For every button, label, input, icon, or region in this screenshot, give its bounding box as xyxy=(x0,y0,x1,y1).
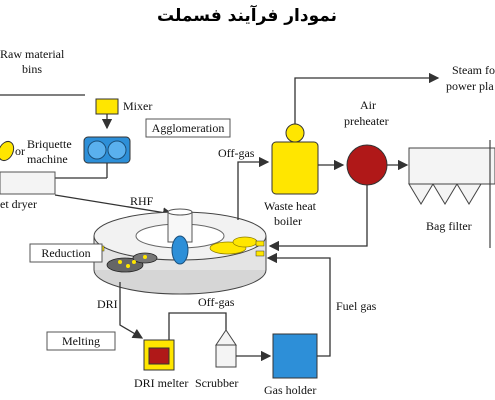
dri-label: DRI xyxy=(97,297,118,311)
fuel-gas-pipe xyxy=(266,252,331,357)
dri-to-melter-pipe xyxy=(119,282,144,339)
steam-label-line2: power pla xyxy=(446,79,494,93)
steam-pipe xyxy=(294,72,440,124)
melter-crucible xyxy=(148,347,170,365)
or-label: or xyxy=(15,144,25,158)
briquette-label-line1: Briquette xyxy=(27,137,72,151)
melter-offgas-pipe xyxy=(168,312,227,340)
dryer-label: et dryer xyxy=(0,197,37,211)
rhf-pellets-reduced xyxy=(106,252,158,273)
rhf-pellets-yellow xyxy=(209,236,258,255)
rhf-blue-burner xyxy=(171,235,189,265)
rhf-offgas-pipe xyxy=(237,156,270,220)
rhf-label: RHF xyxy=(130,194,154,208)
dryer-unit xyxy=(0,171,56,195)
raw-material-label-line2: bins xyxy=(22,62,42,76)
scrubber-label: Scrubber xyxy=(195,376,238,390)
melting-label: Melting xyxy=(62,334,100,348)
dryer-to-rhf-pipe xyxy=(54,194,174,218)
briquette-roller-left xyxy=(87,140,107,160)
boiler-label-line2: boiler xyxy=(274,214,302,228)
hot-air-return-pipe xyxy=(268,185,368,252)
reduction-label: Reduction xyxy=(41,246,90,260)
boiler-label-line1: Waste heat xyxy=(264,199,317,213)
mixer-label: Mixer xyxy=(123,99,152,113)
briquette-label-line2: machine xyxy=(27,152,68,166)
bag-filter-label: Bag filter xyxy=(426,219,472,233)
offgas-top-label: Off-gas xyxy=(218,146,255,160)
waste-heat-boiler xyxy=(271,141,319,195)
melting-box xyxy=(46,331,116,351)
briquette-roller-right xyxy=(107,140,127,160)
agglomeration-label: Agglomeration xyxy=(152,121,225,135)
fuel-gas-label: Fuel gas xyxy=(336,299,377,313)
gas-holder-label: Gas holder xyxy=(264,383,316,397)
preheater-label-line1: Air xyxy=(360,98,376,112)
offgas-bottom-label: Off-gas xyxy=(198,295,235,309)
pelletizer-icon xyxy=(0,140,15,162)
scrubber xyxy=(215,329,237,368)
gas-holder xyxy=(272,333,318,379)
boiler-drum xyxy=(285,123,305,143)
bag-filter xyxy=(408,140,495,248)
mixer-unit xyxy=(95,98,119,115)
air-preheater xyxy=(346,144,388,186)
diagram-title: نمودار فرآیند فسملت xyxy=(157,4,337,26)
raw-material-label-line1: Raw material xyxy=(0,47,65,61)
steam-label-line1: Steam fo xyxy=(452,63,495,77)
preheater-label-line2: preheater xyxy=(344,114,389,128)
reduction-box xyxy=(29,243,103,263)
agglomeration-box xyxy=(145,118,231,138)
dri-melter-label: DRI melter xyxy=(134,376,188,390)
